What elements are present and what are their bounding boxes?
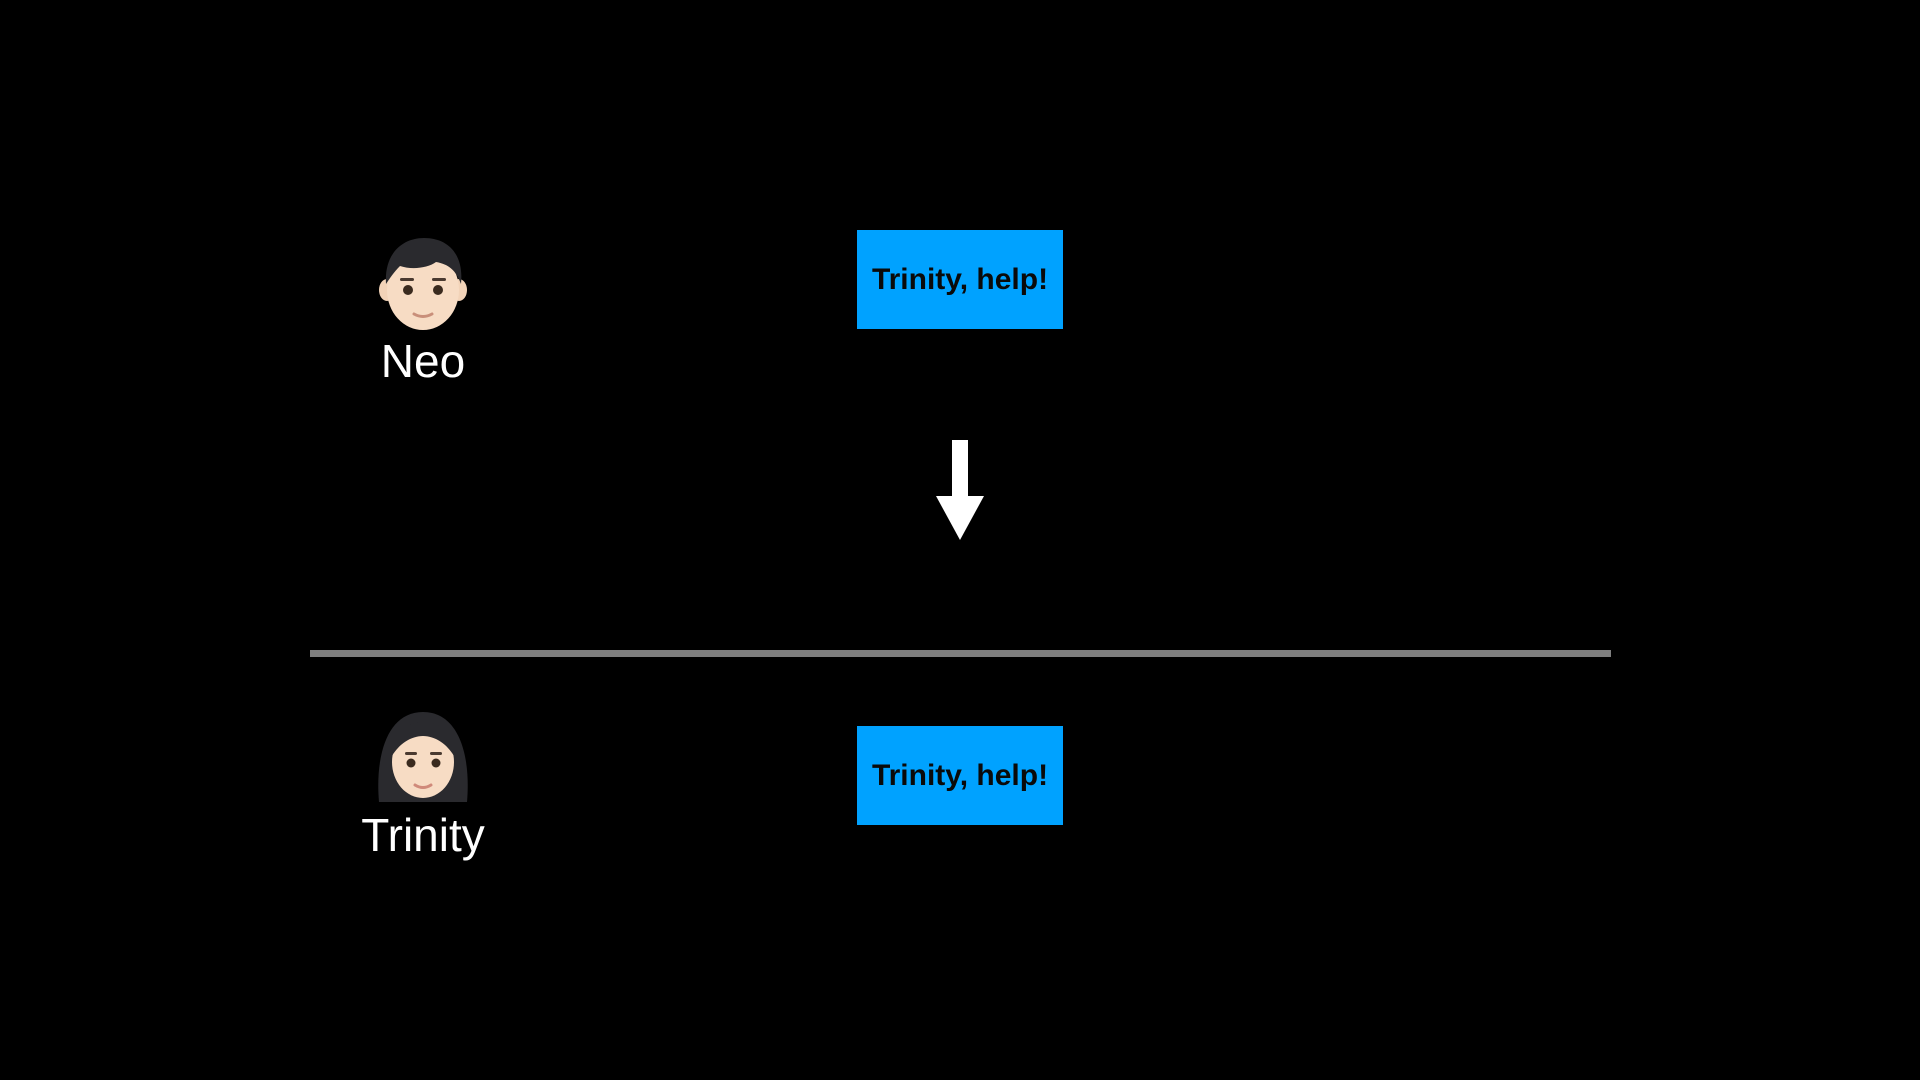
man-emoji-icon [379,238,467,330]
woman-emoji-icon [378,712,468,802]
message-box-sent: Trinity, help! [857,230,1063,329]
message-text-received: Trinity, help! [871,758,1049,792]
actor-neo: Neo [303,234,543,384]
message-box-received: Trinity, help! [857,726,1063,825]
message-text-sent: Trinity, help! [871,262,1049,296]
actor-name-neo: Neo [380,335,466,387]
actor-trinity: Trinity [303,706,543,858]
actor-name-trinity: Trinity [361,809,485,861]
arrow-down-icon [936,440,984,540]
divider-line [310,650,1611,657]
